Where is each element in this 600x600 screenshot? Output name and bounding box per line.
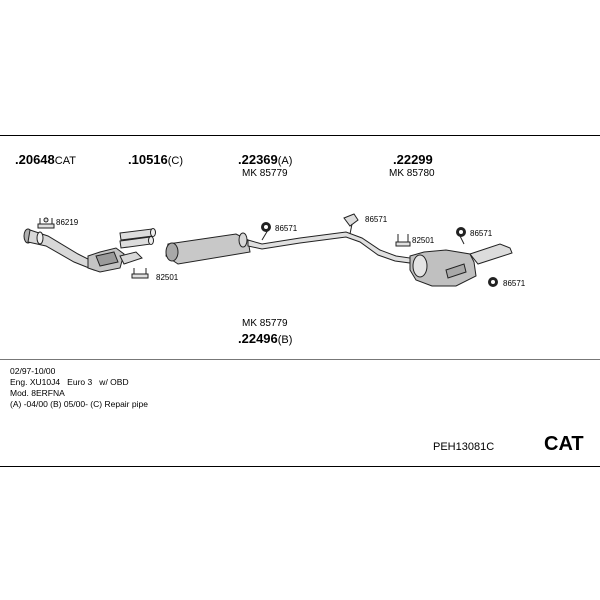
mount-ref-label: 86571 xyxy=(470,229,493,238)
clamp-ref-label: 82501 xyxy=(412,236,435,245)
mount-kit-label: MK 85780 xyxy=(389,168,435,179)
rubber-mount-icon xyxy=(261,222,271,241)
clamp-icon xyxy=(37,217,55,229)
notes-line: Eng. XU10J4 Euro 3 w/ OBD xyxy=(10,377,129,387)
part-number-middle-silencer-b: .22496(B) xyxy=(238,331,293,346)
mount-ref-label: 86571 xyxy=(365,215,388,224)
clamp-icon xyxy=(395,234,411,247)
notes-line: 02/97-10/00 xyxy=(10,366,56,376)
cat-badge: CAT xyxy=(544,433,584,455)
front-pipe xyxy=(23,228,95,271)
notes-line: Mod. 8ERFNA xyxy=(10,388,65,398)
connecting-pipe xyxy=(247,231,411,264)
part-number-middle-silencer-a: .22369(A) xyxy=(238,152,293,167)
rubber-mount-icon xyxy=(456,227,466,245)
clamp-ref-label: 86219 xyxy=(56,218,79,227)
part-number-front-pipe: .20648CAT xyxy=(15,152,76,167)
mount-ref-label: 86571 xyxy=(503,279,526,288)
clamp-ref-label: 82501 xyxy=(156,273,179,282)
vehicle-application-notes: 02/97-10/00 Eng. XU10J4 Euro 3 w/ OBD Mo… xyxy=(10,366,148,410)
hanger-icon xyxy=(343,213,359,235)
mount-kit-label: MK 85779 xyxy=(242,168,288,179)
notes-line: (A) -04/00 (B) 05/00- (C) Repair pipe xyxy=(10,399,148,409)
exhaust-diagram-sheet: .20648CAT .10516(C) .22369(A) MK 85779 .… xyxy=(0,135,600,467)
clamp-icon xyxy=(131,268,149,279)
catalytic-converter xyxy=(87,247,143,273)
kit-code: PEH13081C xyxy=(433,441,495,453)
repair-pipe xyxy=(119,228,156,249)
part-number-repair-pipe: .10516(C) xyxy=(128,152,184,167)
exhaust-system-drawing xyxy=(23,213,513,287)
section-divider xyxy=(0,359,600,360)
rear-silencer xyxy=(409,243,513,287)
rubber-mount-icon xyxy=(488,277,498,287)
mount-ref-label: 86571 xyxy=(275,224,298,233)
middle-silencer xyxy=(165,232,251,265)
mount-kit-label: MK 85779 xyxy=(242,318,288,329)
part-number-rear-silencer: .22299 xyxy=(393,152,433,167)
